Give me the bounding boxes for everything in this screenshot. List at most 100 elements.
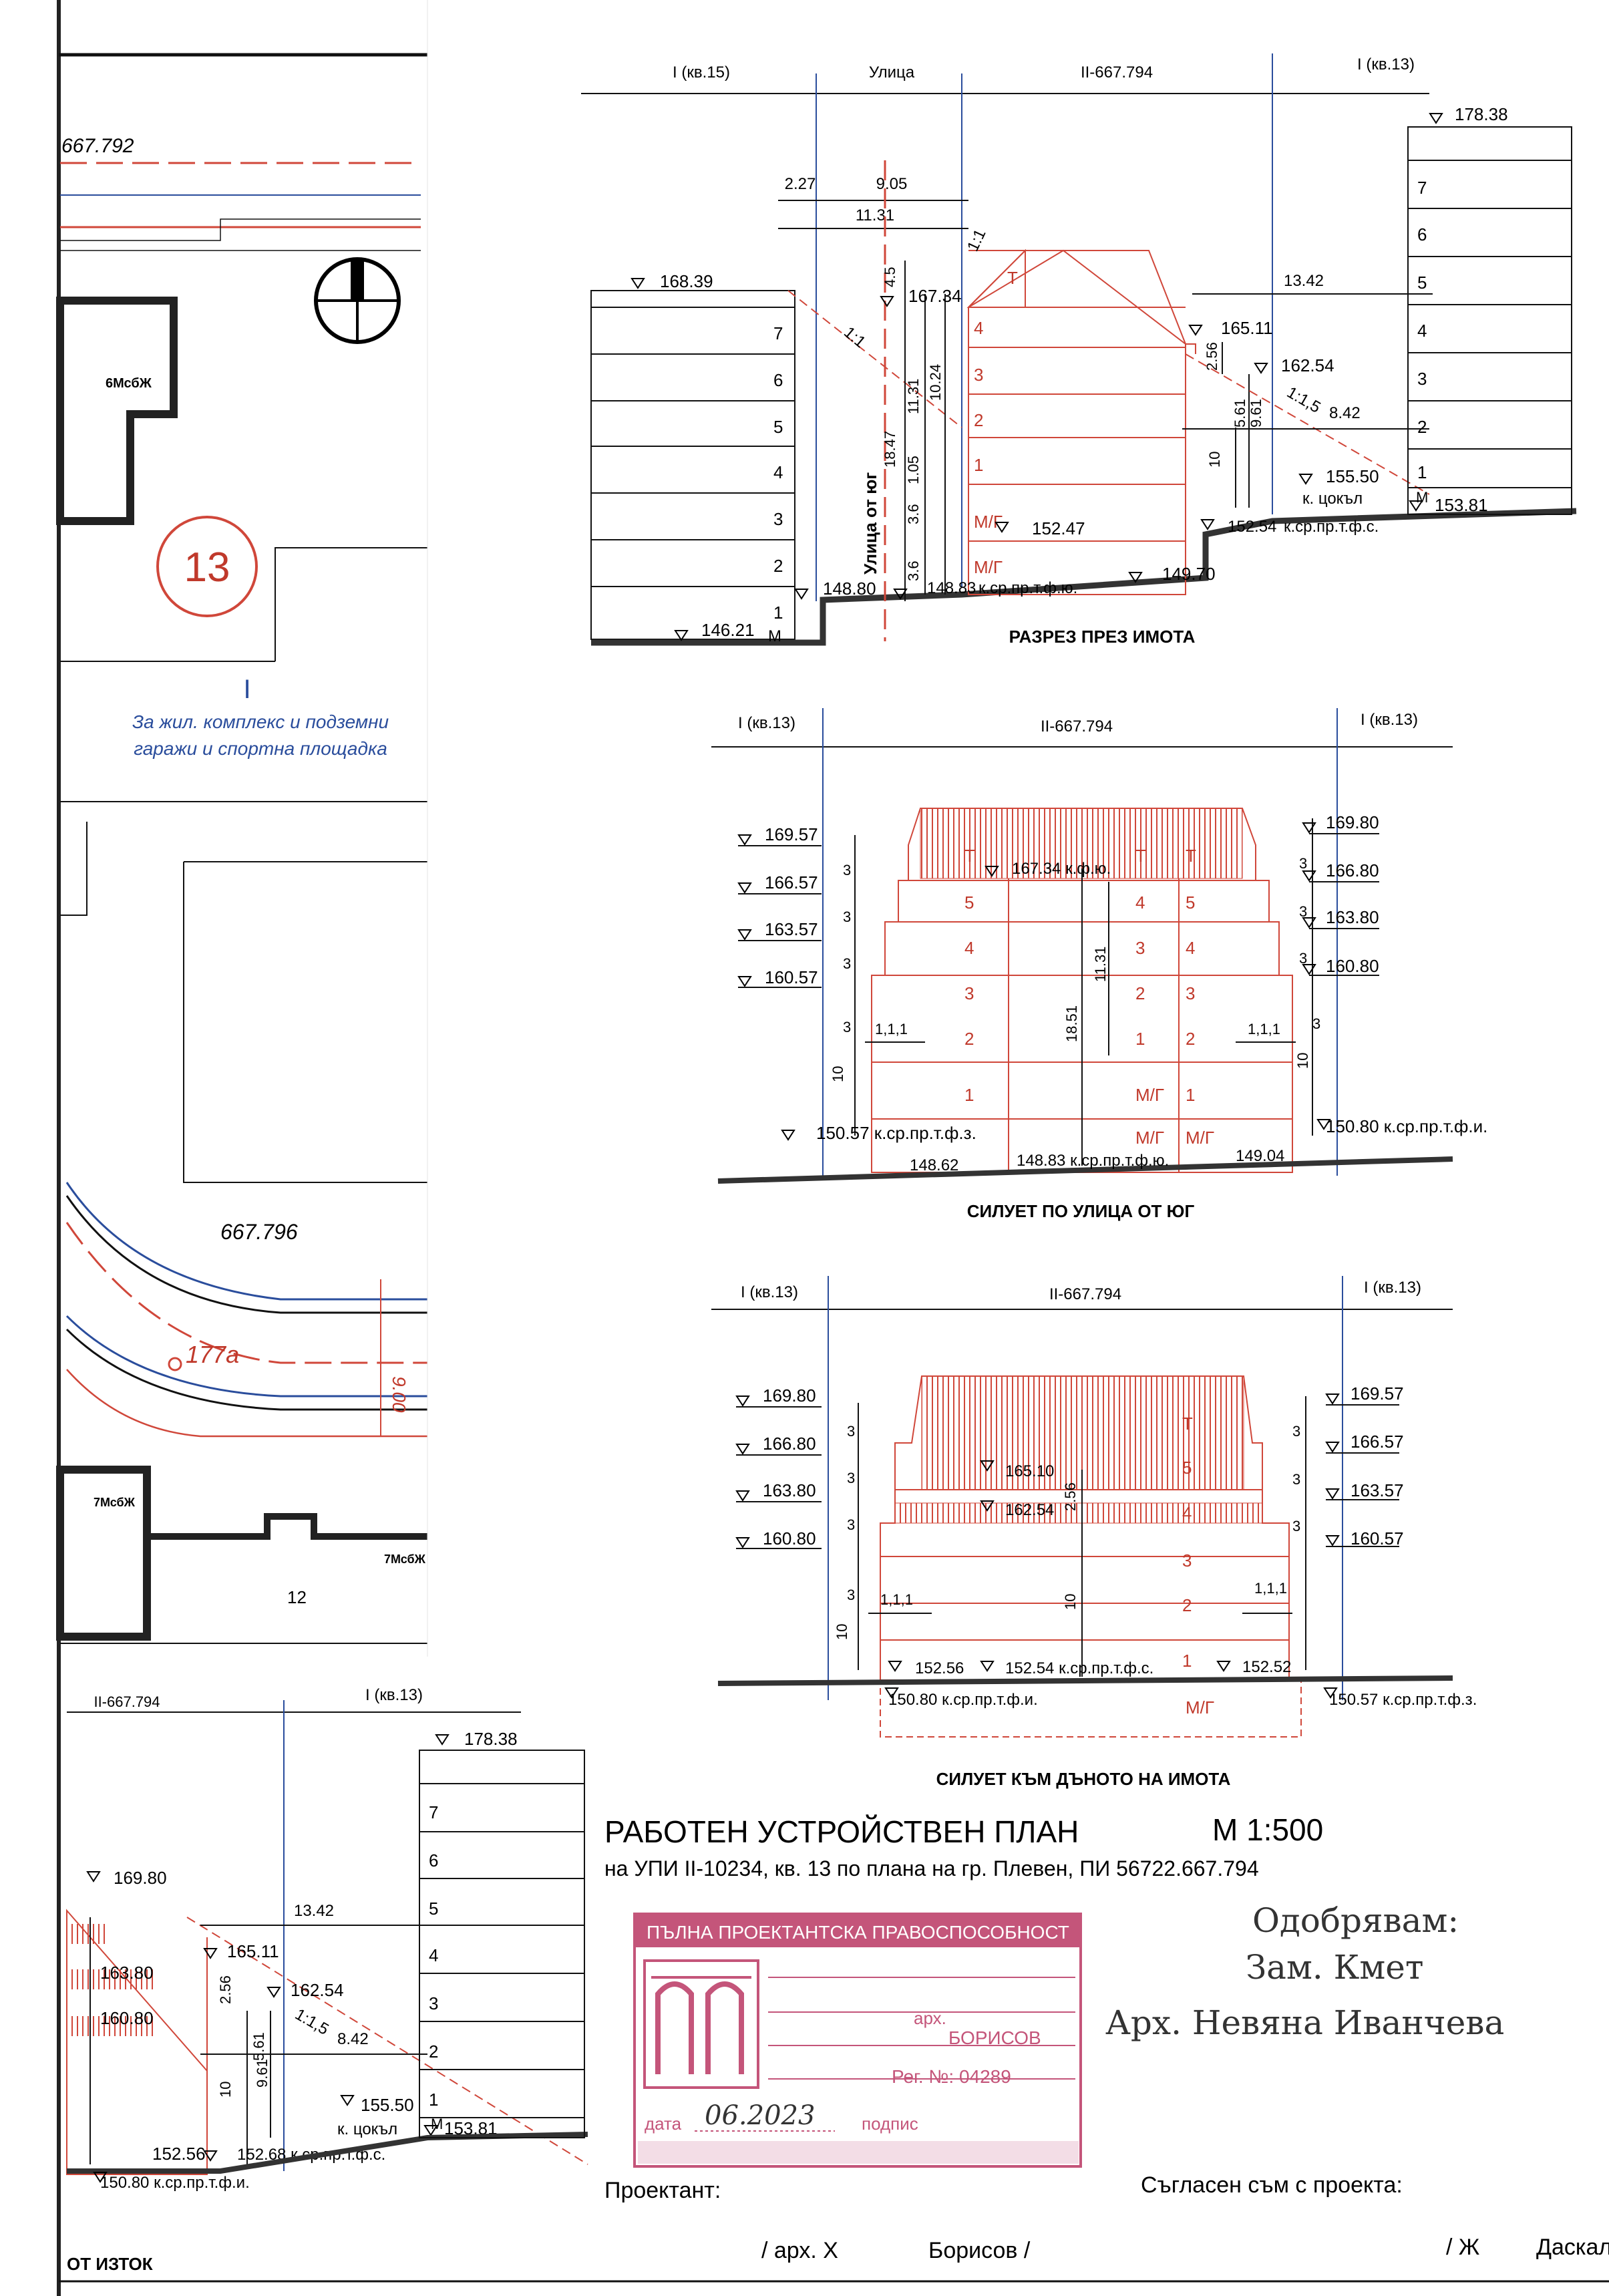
sil-s-left-2: 2 [964, 1029, 974, 1049]
lot-12-label: 12 [287, 1587, 307, 1607]
elev-14880: 148.80 [823, 579, 876, 599]
section-header-3: II-667.794 [1081, 63, 1153, 81]
sil-s-right-4: 4 [1186, 938, 1195, 958]
agreed-sig-2: Даскал [1536, 2235, 1609, 2260]
section-through-lot: I (кв.15) Улица II-667.794 I (кв.13) 2.2… [581, 53, 1577, 647]
sil-b-floor-mg: М/Г [1186, 1697, 1214, 1717]
sil-s-ground-1: 148.62 [910, 1156, 958, 1174]
sil-s-left-3b: 3 [843, 909, 851, 925]
east-plinth: к. цокъл [337, 2120, 397, 2138]
elev-14621: 146.21 [701, 620, 755, 640]
agreed-sig-1: / Ж [1446, 2235, 1479, 2260]
dim-227: 2.27 [785, 175, 816, 193]
sil-s-caption: СИЛУЕТ ПО УЛИЦА ОТ ЮГ [967, 1201, 1195, 1221]
sil-s-right-5: 5 [1186, 892, 1195, 913]
sil-b-ground-1: 152.56 [915, 1659, 964, 1677]
sil-b-header-1: I (кв.13) [741, 1283, 798, 1301]
elev-14883: 148.83 [927, 579, 976, 597]
stamp-reg: Рег. №: 04289 [892, 2066, 1011, 2087]
left-bld-level-4: 4 [773, 462, 783, 482]
east-dim-561: 5.61 [250, 2032, 267, 2061]
roof-hatch-south [920, 808, 1243, 879]
right-bld-level-5: 5 [1417, 273, 1427, 293]
sil-b-right-3b: 3 [1292, 1471, 1300, 1488]
zone-note-2: гаражи и спортна площадка [134, 738, 387, 759]
sil-s-left-10: 10 [830, 1066, 846, 1082]
sil-s-left-4: 4 [964, 938, 974, 958]
left-bld-level-7: 7 [773, 323, 783, 343]
vdim-45: 4.5 [882, 267, 898, 287]
vdim-1847: 18.47 [882, 431, 898, 468]
main-floor-mg2: М/Г [974, 557, 1003, 577]
main-floor-1: 1 [974, 455, 983, 475]
sil-s-left-3: 3 [964, 983, 974, 1003]
sil-b-left-elev-4: 160.80 [763, 1528, 816, 1548]
sil-b-left-10: 10 [834, 1624, 850, 1640]
sil-s-right-3: 3 [1186, 983, 1195, 1003]
sil-b-floor-t: Т [1182, 1414, 1193, 1434]
elev-16734: 167.34 [908, 286, 962, 306]
east-elev-15256: 152.56 [152, 2144, 206, 2164]
elev-16511: 165.11 [1221, 318, 1273, 338]
sil-s-header-1: I (кв.13) [738, 714, 795, 732]
building-7mc-a-label: 7МсбЖ [94, 1496, 136, 1509]
east-dim-10: 10 [217, 2082, 234, 2098]
sil-b-left-3c: 3 [847, 1516, 855, 1533]
sil-b-right-3a: 3 [1292, 1423, 1300, 1440]
silhouette-south: I (кв.13) II-667.794 I (кв.13) Т 5 4 3 2… [711, 708, 1487, 1221]
sil-b-header-2: II-667.794 [1049, 1285, 1121, 1303]
east-dim-961: 9.61 [254, 2059, 271, 2088]
sil-b-left-3b: 3 [847, 1470, 855, 1486]
sil-s-left-elev-2: 166.57 [765, 872, 818, 892]
sil-s-right-elev-2: 166.80 [1326, 860, 1379, 880]
sil-b-dim-256: 2.56 [1062, 1482, 1079, 1511]
elev-16254: 162.54 [1281, 355, 1334, 375]
sil-s-mid-2: 2 [1135, 983, 1145, 1003]
section-header-4: I (кв.13) [1357, 55, 1415, 73]
sil-s-top-elev: 167.34 к.ф.ю. [1012, 860, 1111, 878]
elev-15550: 155.50 [1326, 466, 1379, 486]
east-elev-15080: 150.80 к.ср.пр.т.ф.и. [100, 2174, 250, 2192]
main-floor-3: 3 [974, 365, 983, 385]
designer-stamp: ПЪЛНА ПРОЕКТАНТСКА ПРАВОСПОСОБНОСТ арх. … [633, 1913, 1082, 2168]
approve-line-3: Арх. Невяна Иванчева [1105, 2003, 1504, 2042]
vdim-105: 1.05 [905, 456, 922, 484]
east-section: II-667.794 I (кв.13) 169.80 163.80 160.8… [66, 1686, 588, 2274]
sil-s-right-111: 1,1,1 [1248, 1021, 1280, 1037]
right-bld-level-2: 2 [1417, 417, 1427, 437]
agreed-label: Съгласен съм с проекта: [1141, 2172, 1403, 2198]
sil-s-right-10: 10 [1294, 1053, 1311, 1069]
east-elev-16254: 162.54 [291, 1980, 344, 2000]
sil-b-floor-5: 5 [1182, 1458, 1192, 1478]
elev-17838: 178.38 [1455, 104, 1508, 124]
sil-b-left-elev-2: 166.80 [763, 1434, 816, 1454]
right-bld-level-7: 7 [1417, 178, 1427, 198]
stamp-sign-label: подпис [862, 2114, 918, 2134]
left-bld-level-1: 1 [773, 603, 783, 623]
east-level-7: 7 [429, 1802, 438, 1822]
sil-b-floor-1: 1 [1182, 1651, 1192, 1671]
sil-s-mid-mg2: М/Г [1135, 1128, 1164, 1148]
left-bld-level-5: 5 [773, 417, 783, 437]
sil-b-left-elev-1: 169.80 [763, 1385, 816, 1406]
east-caption: ОТ ИЗТОК [67, 2254, 153, 2274]
approve-line-2: Зам. Кмет [1246, 1948, 1423, 1987]
elev-15254: 152.54 [1228, 518, 1276, 536]
building-7mc-b-label: 7МсбЖ [384, 1552, 426, 1566]
street-south-label: Улица от юг [860, 472, 880, 575]
section-header-1: I (кв.15) [673, 63, 730, 81]
main-floor-t: Т [1007, 268, 1018, 288]
lot-667796-label: 667.796 [220, 1220, 298, 1244]
elev-15247: 152.47 [1032, 518, 1085, 538]
sil-b-right-elev-3: 163.57 [1351, 1480, 1404, 1500]
sil-s-left-t: Т [964, 846, 975, 866]
east-dim-256: 2.56 [217, 1975, 234, 2004]
vdim-961: 9.61 [1248, 399, 1264, 428]
section-caption: РАЗРЕЗ ПРЕЗ ИМОТА [1009, 627, 1196, 647]
sil-b-left-3a: 3 [847, 1423, 855, 1440]
elev-15381: 153.81 [1435, 495, 1488, 515]
lot-177a-label: 177а [186, 1341, 239, 1368]
east-elev-15550: 155.50 [361, 2095, 414, 2115]
sil-s-header-2: II-667.794 [1041, 717, 1113, 735]
sil-s-right-3b: 3 [1299, 903, 1307, 920]
